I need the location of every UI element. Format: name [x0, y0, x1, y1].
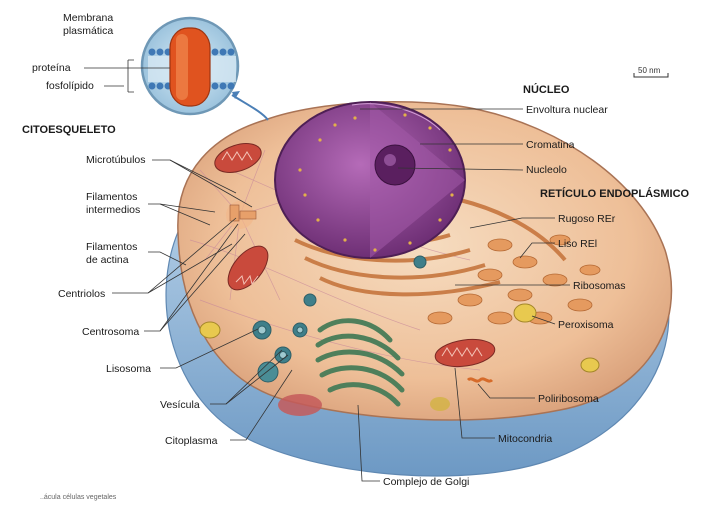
- nucleus: [274, 101, 466, 259]
- label-rugoso-rer: Rugoso REr: [558, 213, 616, 225]
- golgi-apparatus: [315, 318, 405, 407]
- centrosome: [226, 201, 257, 229]
- peroxisomes: [199, 303, 600, 373]
- label-nucleolo: Nucleolo: [526, 164, 567, 176]
- scale-bar-label: 50 nm: [638, 66, 661, 75]
- label-filamentos-intermedios-1: Filamentos: [86, 191, 138, 203]
- right-leader-lines: [357, 108, 570, 482]
- label-cromatina: Cromatina: [526, 139, 575, 151]
- label-filamentos-actina-1: Filamentos: [86, 241, 138, 253]
- label-peroxisoma: Peroxisoma: [558, 319, 614, 331]
- smooth-er: [427, 234, 601, 325]
- left-leader-lines: [112, 159, 293, 441]
- label-citoplasma: Citoplasma: [165, 435, 218, 447]
- inset-title-line1: Membrana: [63, 12, 114, 24]
- footer-caption: ..ácula células vegetales: [40, 494, 117, 501]
- label-centriolos: Centriolos: [58, 288, 106, 300]
- vesicles-lysosomes: [252, 255, 427, 383]
- label-complejo-golgi: Complejo de Golgi: [383, 476, 470, 488]
- base-vesicle-2: [430, 397, 450, 411]
- label-filamentos-intermedios-2: intermedios: [86, 204, 141, 216]
- membrane-inset: [140, 16, 269, 121]
- polyribosome: [466, 377, 494, 383]
- mitochondria: [214, 143, 496, 368]
- header-citoesqueleto: CITOESQUELETO: [22, 124, 116, 136]
- label-vesicula: Vesícula: [160, 399, 200, 411]
- header-nucleo: NÚCLEO: [523, 84, 570, 96]
- scale-bar: [633, 73, 669, 78]
- label-microtubulos: Microtúbulos: [86, 154, 146, 166]
- label-filamentos-actina-2: de actina: [86, 254, 129, 266]
- inset-title-line2: plasmática: [63, 25, 114, 37]
- label-poliribosoma: Poliribosoma: [538, 393, 599, 405]
- label-proteina: proteína: [32, 62, 71, 74]
- base-vesicle: [278, 394, 322, 416]
- label-centrosoma: Centrosoma: [82, 326, 140, 338]
- label-mitocondria: Mitocondria: [498, 433, 553, 445]
- label-ribosomas: Ribosomas: [573, 280, 626, 292]
- label-liso-rel: Liso REl: [558, 238, 598, 250]
- header-reticulo: RETÍCULO ENDOPLÁSMICO: [540, 188, 690, 200]
- label-fosfolipido: fosfolípido: [46, 80, 94, 92]
- label-lisosoma: Lisosoma: [106, 363, 151, 375]
- inset-leaders: [84, 59, 170, 93]
- label-envoltura-nuclear: Envoltura nuclear: [526, 104, 608, 116]
